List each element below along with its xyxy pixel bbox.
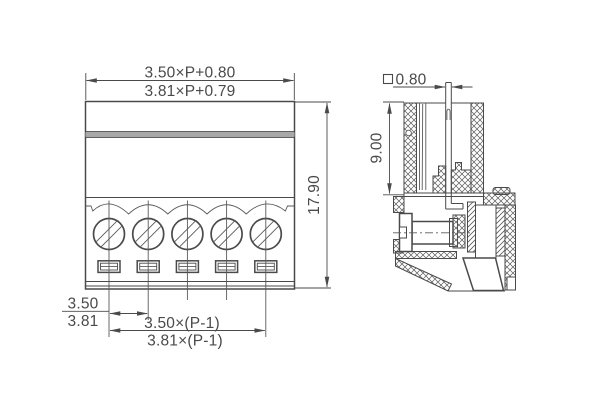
- plug-depth-label: 9.00: [369, 132, 386, 163]
- side-inner-sleeve: [419, 103, 427, 191]
- side-cavity: [475, 204, 497, 261]
- pitch-dimension: 3.50 3.81: [62, 296, 148, 330]
- top-width-metric-label: 3.50×P+0.80: [145, 65, 236, 82]
- pin-square-dimension: 0.80: [382, 72, 473, 90]
- pitch-metric-label: 3.50: [68, 296, 99, 313]
- pitch-alt-label: 3.81: [68, 313, 99, 330]
- terminal-unit: [249, 200, 283, 337]
- terminal-unit: [210, 200, 243, 300]
- terminal-positions: [92, 200, 283, 337]
- front-view: [84, 100, 296, 337]
- square-section-symbol-icon: [382, 73, 394, 85]
- side-contact-strip-2: [495, 207, 506, 257]
- terminal-unit: [131, 200, 165, 320]
- side-step-right: [450, 162, 472, 196]
- height-dimension: 17.90: [294, 101, 331, 289]
- side-wire-cage: [461, 257, 505, 292]
- span-dimension: 3.50×(P-1) 3.81×(P-1): [109, 315, 266, 350]
- side-wall-hole: [405, 129, 412, 137]
- terminal-unit: [171, 200, 204, 300]
- top-width-dimension: 3.50×P+0.80 3.81×P+0.79: [85, 65, 295, 100]
- side-step-left: [432, 165, 447, 196]
- pin-square-label: 0.80: [396, 72, 427, 89]
- side-lower-body: [393, 187, 516, 292]
- terminal-unit: [92, 200, 126, 337]
- side-contact-strip: [467, 201, 476, 253]
- height-dim-label: 17.90: [306, 175, 323, 215]
- side-view: [393, 82, 516, 292]
- side-right-wall: [470, 102, 484, 194]
- side-contact-pin: [445, 82, 464, 210]
- side-clamp-block: [452, 214, 466, 249]
- side-lock-tab: [492, 187, 511, 195]
- top-width-alt-label: 3.81×P+0.79: [145, 83, 236, 100]
- span-alt-label: 3.81×(P-1): [147, 333, 223, 350]
- side-left-wall: [403, 102, 417, 196]
- plug-depth-dimension: 9.00: [369, 101, 404, 196]
- side-angled-base: [395, 257, 453, 292]
- front-collar-band: [85, 131, 295, 138]
- side-plug-floor: [403, 192, 484, 197]
- span-metric-label: 3.50×(P-1): [144, 315, 220, 332]
